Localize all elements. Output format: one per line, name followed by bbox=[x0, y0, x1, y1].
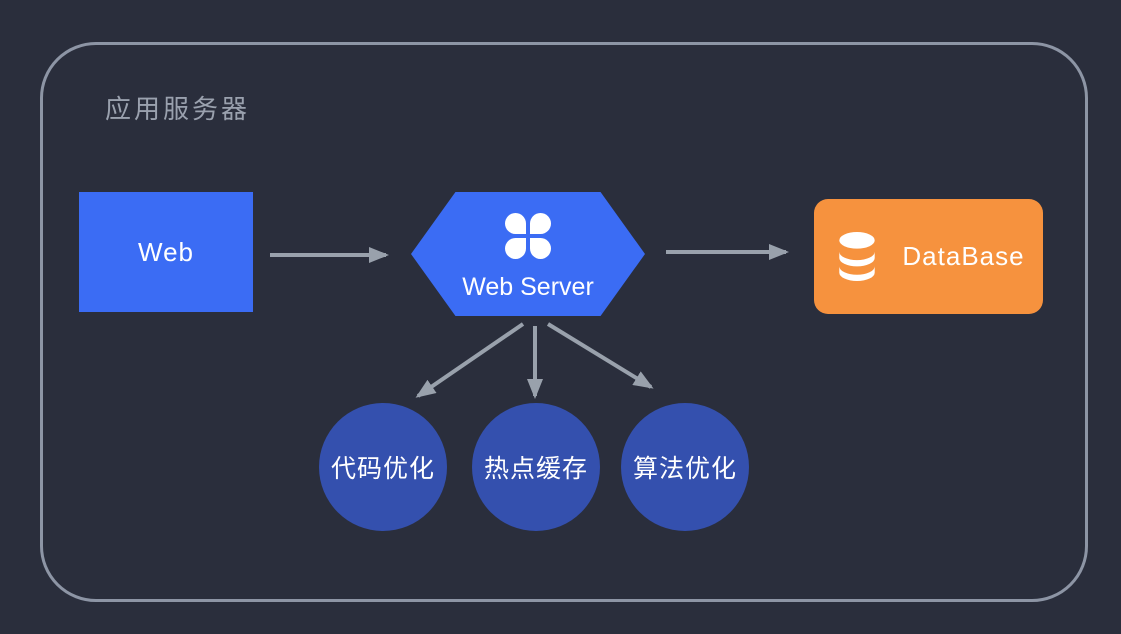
database-icon bbox=[839, 231, 876, 281]
node-database-label: DataBase bbox=[902, 241, 1025, 271]
node-hotspot-cache-label: 热点缓存 bbox=[483, 455, 588, 483]
node-web[interactable]: Web bbox=[79, 192, 253, 312]
node-algorithm-optimization[interactable]: 算法优化 bbox=[621, 403, 749, 531]
clover-icon bbox=[505, 212, 551, 259]
group-title: 应用服务器 bbox=[105, 94, 251, 124]
node-web-label: Web bbox=[138, 236, 194, 267]
node-code-optimization[interactable]: 代码优化 bbox=[319, 403, 447, 531]
node-code-optimization-label: 代码优化 bbox=[330, 455, 435, 483]
node-database[interactable]: DataBase bbox=[814, 199, 1043, 314]
node-web-server[interactable]: Web Server bbox=[411, 192, 645, 316]
node-hotspot-cache[interactable]: 热点缓存 bbox=[472, 403, 600, 531]
node-web-server-label: Web Server bbox=[462, 272, 594, 301]
node-algorithm-optimization-label: 算法优化 bbox=[632, 455, 737, 483]
app-server-group-frame: 应用服务器 bbox=[40, 42, 1088, 602]
